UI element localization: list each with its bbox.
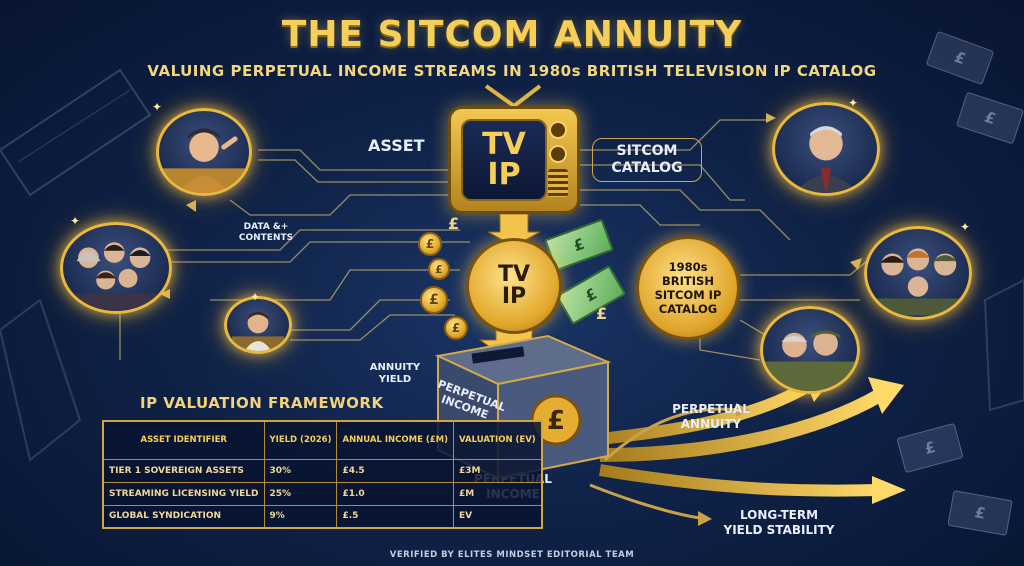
cell-income: £.5 bbox=[336, 504, 454, 529]
portrait-cast-group-2 bbox=[864, 226, 972, 320]
table-header-row: ASSET IDENTIFIER YIELD (2026) ANNUAL INC… bbox=[102, 420, 543, 460]
tv-antenna bbox=[484, 84, 542, 108]
flow-arrows-right bbox=[589, 368, 906, 526]
cell-asset: GLOBAL SYNDICATION bbox=[102, 504, 265, 529]
column-header-yield: YIELD (2026) bbox=[263, 420, 338, 460]
pound-coin-icon: £ bbox=[444, 316, 468, 340]
label-asset: ASSET bbox=[368, 136, 425, 155]
footer-credit: VERIFIED BY ELITES MINDSET EDITORIAL TEA… bbox=[389, 550, 635, 560]
cell-asset: TIER 1 SOVEREIGN ASSETS bbox=[102, 458, 265, 483]
svg-text:£: £ bbox=[547, 406, 565, 436]
label-perpetual-annuity: PERPETUAL ANNUITY bbox=[672, 402, 750, 431]
cell-valuation: £M bbox=[452, 481, 543, 506]
cell-yield: 9% bbox=[263, 504, 338, 529]
film-strip-left-bottom bbox=[0, 298, 82, 462]
column-header-asset: ASSET IDENTIFIER bbox=[102, 420, 265, 460]
person-icon bbox=[794, 126, 858, 193]
tv-speaker-grill bbox=[548, 169, 568, 197]
table-row: STREAMING LICENSING YIELD 25% £1.0 £M bbox=[102, 481, 543, 506]
cell-asset: STREAMING LICENSING YIELD bbox=[102, 481, 265, 506]
person-icon bbox=[163, 128, 245, 193]
sparkle-icon: ✦ bbox=[960, 220, 971, 234]
person-icon bbox=[232, 312, 284, 351]
cell-income: £1.0 bbox=[336, 481, 454, 506]
portrait-army-characters bbox=[760, 306, 860, 394]
pound-coin-icon: £ bbox=[420, 286, 448, 314]
sparkle-icon: ✦ bbox=[70, 214, 81, 228]
tv-screen: TV IP bbox=[461, 119, 547, 201]
pound-symbol-icon: £ bbox=[596, 304, 608, 323]
pound-coin-icon: £ bbox=[428, 258, 450, 280]
film-strip-left-top bbox=[0, 68, 152, 197]
tv-knob-icon bbox=[549, 121, 567, 139]
group-icon bbox=[64, 242, 168, 311]
column-header-income: ANNUAL INCOME (£M) bbox=[336, 420, 454, 460]
cell-valuation: £3M bbox=[452, 458, 543, 483]
page-subtitle: VALUING PERPETUAL INCOME STREAMS IN 1980… bbox=[147, 62, 877, 80]
portrait-cast-ensemble bbox=[60, 222, 172, 314]
cell-yield: 30% bbox=[263, 458, 338, 483]
cell-income: £4.5 bbox=[336, 458, 454, 483]
label-annuity-yield: ANNUITY YIELD bbox=[369, 362, 421, 385]
label-long-term-yield-stability: LONG-TERM YIELD STABILITY bbox=[723, 508, 835, 537]
portrait-comedy-character-3 bbox=[772, 102, 880, 196]
pound-symbol-icon: £ bbox=[448, 214, 460, 233]
soldier-icon bbox=[764, 330, 856, 391]
cell-valuation: EV bbox=[452, 504, 543, 529]
sparkle-icon: ✦ bbox=[250, 290, 261, 304]
table-row: TIER 1 SOVEREIGN ASSETS 30% £4.5 £3M bbox=[102, 458, 543, 483]
portrait-comedy-character-1 bbox=[156, 108, 252, 196]
film-strip-right bbox=[983, 278, 1024, 412]
column-header-valuation: VALUATION (EV) bbox=[452, 420, 543, 460]
table-row: GLOBAL SYNDICATION 9% £.5 EV bbox=[102, 504, 543, 529]
sparkle-icon: ✦ bbox=[848, 96, 859, 110]
portrait-comedy-character-2 bbox=[224, 296, 292, 354]
label-data-contents: DATA &+ CONTENTS bbox=[238, 222, 294, 243]
pound-coin-icon: £ bbox=[418, 232, 442, 256]
tv-ip-medal: TV IP bbox=[466, 238, 562, 334]
tv-ip-television: TV IP bbox=[448, 106, 580, 214]
sparkle-icon: ✦ bbox=[152, 100, 163, 114]
sitcom-catalog-medal: 1980s BRITISH SITCOM IP CATALOG bbox=[636, 236, 740, 340]
page-title: THE SITCOM ANNUITY bbox=[281, 14, 743, 55]
label-sitcom-catalog: SITCOM CATALOG bbox=[592, 138, 702, 182]
valuation-framework-table: ASSET IDENTIFIER YIELD (2026) ANNUAL INC… bbox=[102, 420, 543, 529]
tv-knob-icon bbox=[549, 145, 567, 163]
framework-title: IP VALUATION FRAMEWORK bbox=[140, 394, 384, 412]
group-icon bbox=[867, 248, 969, 316]
cell-yield: 25% bbox=[263, 481, 338, 506]
